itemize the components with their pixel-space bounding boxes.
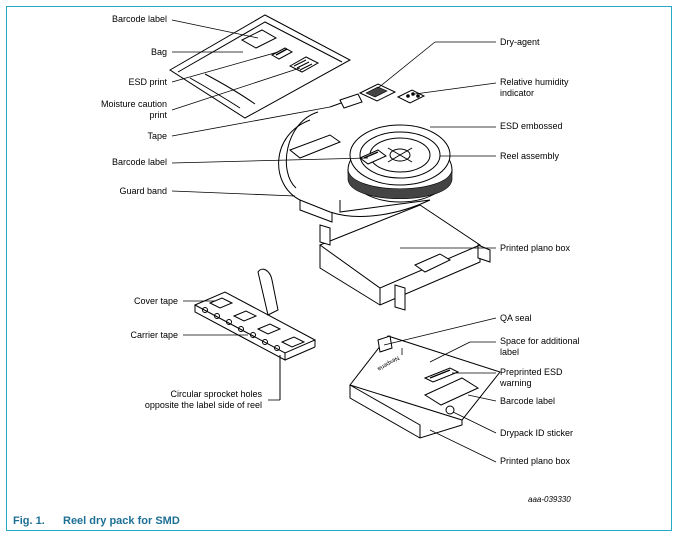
- label-preprinted-esd-2: warning: [500, 378, 532, 388]
- reel-drawing: [347, 124, 453, 203]
- label-barcode-label-box: Barcode label: [500, 396, 556, 406]
- label-printed-plano-box-bottom: Printed plano box: [500, 456, 571, 466]
- rh-indicator-drawing: [396, 89, 426, 104]
- label-esd-embossed: ESD embossed: [500, 121, 563, 131]
- plano-box-open-drawing: [318, 199, 491, 311]
- esd-print-mark: [270, 47, 294, 60]
- label-sprocket-holes-1: Circular sprocket holes: [170, 389, 262, 399]
- box-barcode-label: [423, 377, 480, 406]
- label-reel-assembly: Reel assembly: [500, 151, 560, 161]
- label-sprocket-holes-2: opposite the label side of reel: [144, 400, 262, 410]
- carrier-tape-drawing: [193, 268, 317, 361]
- bag-drawing: [169, 14, 352, 119]
- moisture-print-mark: [288, 56, 320, 73]
- label-esd-print: ESD print: [128, 77, 167, 87]
- label-barcode-label-reel: Barcode label: [111, 157, 167, 167]
- label-dry-agent: Dry-agent: [500, 37, 540, 47]
- label-rh-indicator-1: Relative humidity: [500, 77, 569, 87]
- dry-agent-drawing: [358, 83, 397, 102]
- drypack-id-mark: [445, 405, 455, 415]
- label-qa-seal: QA seal: [500, 313, 532, 323]
- label-printed-plano-box-top: Printed plano box: [500, 243, 571, 253]
- figure-reference: aaa-039330: [528, 495, 571, 504]
- esd-warning-mark: [423, 367, 460, 383]
- plano-box-closed-drawing: [349, 335, 501, 439]
- bag-barcode-label: [240, 29, 278, 49]
- figure-frame: [6, 6, 672, 531]
- label-rh-indicator-2: indicator: [500, 88, 535, 98]
- label-tape: Tape: [147, 131, 167, 141]
- label-space-additional-1: Space for additional: [500, 336, 580, 346]
- qa-seal-mark: [377, 335, 393, 353]
- reel-barcode-label: [359, 149, 387, 165]
- caption-number: Fig. 1.: [13, 515, 45, 527]
- guard-band-drawing: [278, 93, 431, 223]
- label-drypack-id: Drypack ID sticker: [500, 428, 574, 438]
- label-preprinted-esd-1: Preprinted ESD: [500, 367, 563, 377]
- label-moisture-caution-1: Moisture caution: [100, 99, 167, 109]
- caption-title: Reel dry pack for SMD: [63, 515, 180, 527]
- label-carrier-tape: Carrier tape: [130, 330, 178, 340]
- leader-lines: [171, 19, 497, 463]
- label-bag: Bag: [150, 47, 167, 57]
- label-cover-tape: Cover tape: [133, 296, 178, 306]
- label-moisture-caution-2: print: [149, 110, 167, 120]
- label-barcode-label-bag: Barcode label: [111, 14, 167, 24]
- label-guard-band: Guard band: [119, 186, 167, 196]
- label-space-additional-2: label: [500, 347, 520, 357]
